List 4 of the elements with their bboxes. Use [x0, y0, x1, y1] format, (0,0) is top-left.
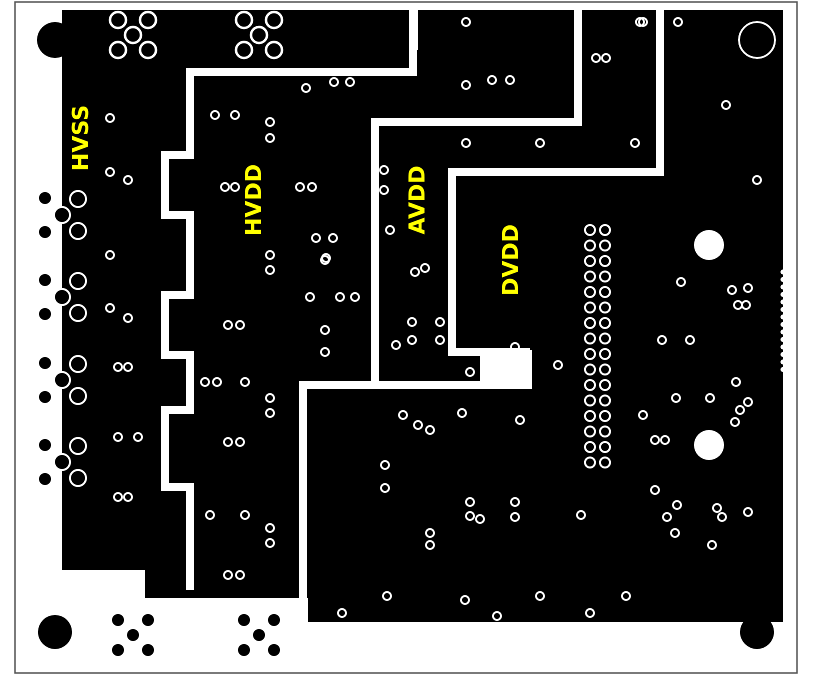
plane-label: HVDD	[242, 164, 267, 236]
plane-label: AVDD	[406, 165, 430, 235]
plane-label: HVSS	[70, 104, 94, 172]
plane-label: DVDD	[500, 224, 524, 296]
